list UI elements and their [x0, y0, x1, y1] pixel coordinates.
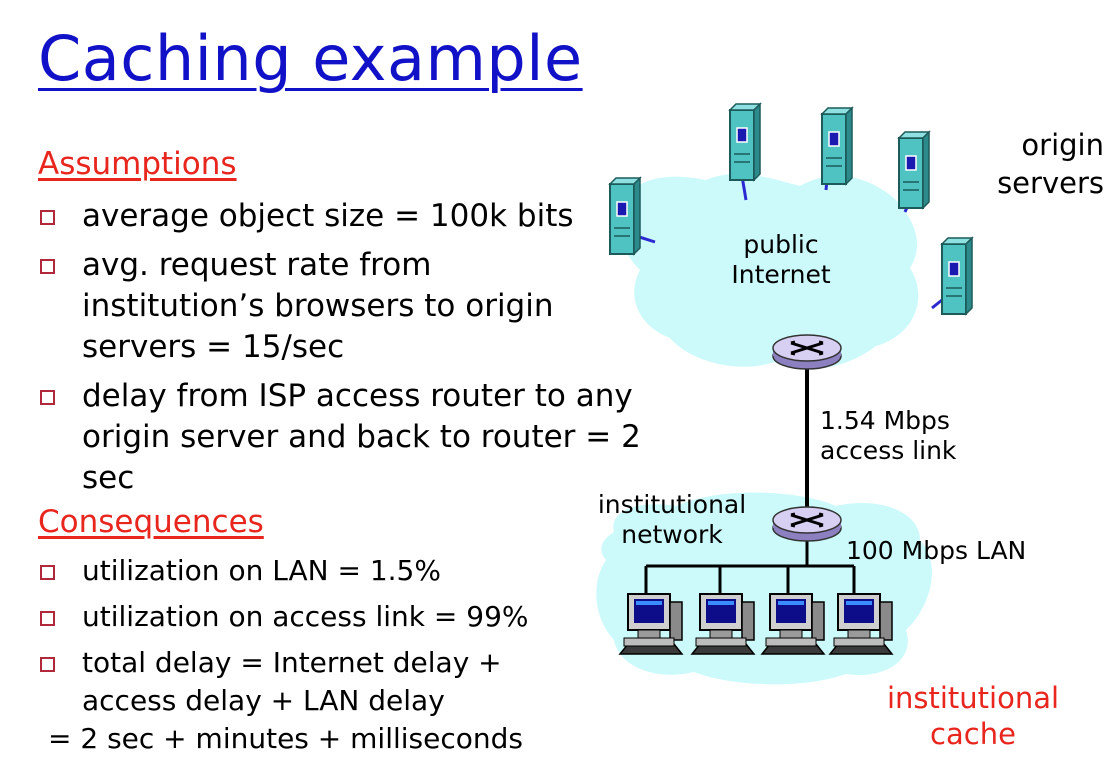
bullet-icon: [40, 657, 55, 672]
assumptions-list: average object size = 100k bits avg. req…: [38, 196, 642, 507]
list-item: total delay = Internet delay + access de…: [38, 644, 562, 720]
institutional-network-label: institutional network: [597, 490, 747, 549]
server-icon: [898, 131, 930, 209]
server-icon: [609, 177, 641, 255]
bullet-icon: [40, 611, 55, 626]
consequences-list: utilization on LAN = 1.5% utilization on…: [38, 552, 602, 728]
list-item: avg. request rate from institution’s bro…: [38, 245, 622, 368]
bullet-icon: [40, 210, 55, 225]
server-icon: [729, 103, 761, 181]
computer-icon: [761, 593, 825, 655]
public-internet-label: public Internet: [731, 230, 831, 289]
assumption-text: avg. request rate from institution’s bro…: [82, 247, 554, 365]
consequence-text: utilization on LAN = 1.5%: [82, 554, 441, 587]
origin-servers-label: origin servers: [997, 128, 1104, 200]
consequence-text: total delay = Internet delay + access de…: [82, 646, 502, 717]
public-internet-cloud: [620, 173, 919, 370]
bullet-icon: [40, 565, 55, 580]
computer-icon: [619, 593, 683, 655]
server-icon: [941, 237, 973, 315]
router-icon: [771, 505, 843, 543]
page-title: Caching example: [38, 22, 583, 95]
bullet-icon: [40, 390, 55, 405]
assumption-text: average object size = 100k bits: [82, 198, 574, 234]
router-icon: [771, 333, 843, 371]
consequence-text: utilization on access link = 99%: [82, 600, 529, 633]
list-item: average object size = 100k bits: [38, 196, 642, 237]
institutional-cache-label: institutional cache: [886, 681, 1060, 751]
assumptions-heading: Assumptions: [38, 146, 237, 182]
access-link-label: 1.54 Mbps access link: [820, 406, 957, 465]
lan-label: 100 Mbps LAN: [846, 536, 1027, 565]
list-item: utilization on access link = 99%: [38, 598, 602, 636]
consequences-heading: Consequences: [38, 504, 264, 540]
computer-icon: [691, 593, 755, 655]
server-icon: [821, 107, 853, 185]
list-item: delay from ISP access router to any orig…: [38, 376, 642, 499]
list-item: utilization on LAN = 1.5%: [38, 552, 602, 590]
computer-icon: [829, 593, 893, 655]
total-delay-result: = 2 sec + minutes + milliseconds: [48, 722, 523, 755]
bullet-icon: [40, 259, 55, 274]
assumption-text: delay from ISP access router to any orig…: [82, 378, 641, 496]
